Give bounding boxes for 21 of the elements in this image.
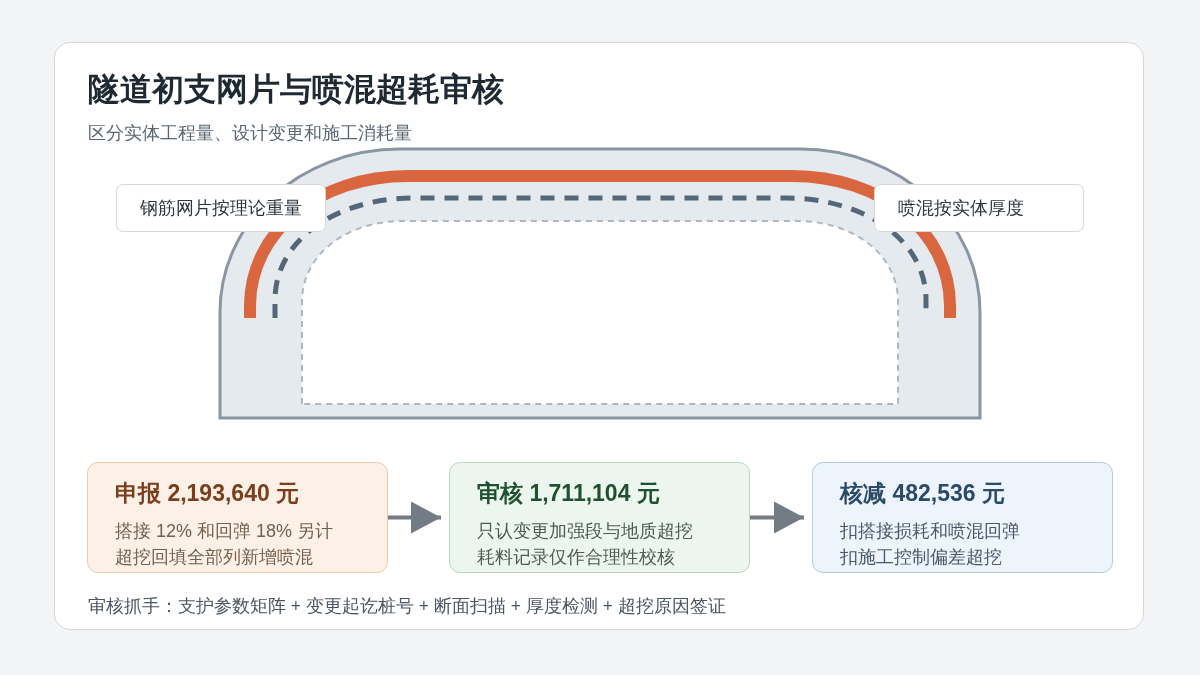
amount-heading: 申报 2,193,640 元 bbox=[115, 479, 300, 508]
amount-card bbox=[87, 462, 388, 573]
arrow bbox=[750, 501, 804, 534]
amount-card bbox=[449, 462, 750, 573]
amount-heading: 核减 482,536 元 bbox=[840, 479, 1005, 508]
amount-card bbox=[812, 462, 1113, 573]
note-text: 扣施工控制偏差超挖 bbox=[840, 546, 1002, 569]
arrow bbox=[388, 501, 441, 534]
annotation-box bbox=[116, 184, 326, 232]
annotation-text: 喷混按实体厚度 bbox=[898, 197, 1024, 220]
annotation-text: 钢筋网片按理论重量 bbox=[140, 197, 302, 220]
note-text: 只认变更加强段与地质超挖 bbox=[477, 520, 693, 543]
subtitle: 区分实体工程量、设计变更和施工消耗量 bbox=[88, 122, 412, 145]
footnote-text: 审核抓手：支护参数矩阵 + 变更起讫桩号 + 断面扫描 + 厚度检测 + 超挖原因签证 bbox=[88, 595, 726, 618]
title: 隧道初支网片与喷混超耗审核 bbox=[88, 70, 504, 109]
annotation-box bbox=[874, 184, 1084, 232]
note-text: 扣搭接损耗和喷混回弹 bbox=[840, 520, 1020, 543]
note-text: 搭接 12% 和回弹 18% 另计 bbox=[115, 520, 334, 543]
note-text: 耗料记录仅作合理性校核 bbox=[477, 546, 675, 569]
note-text: 超挖回填全部列新增喷混 bbox=[115, 546, 313, 569]
amount-heading: 审核 1,711,104 元 bbox=[477, 479, 660, 508]
